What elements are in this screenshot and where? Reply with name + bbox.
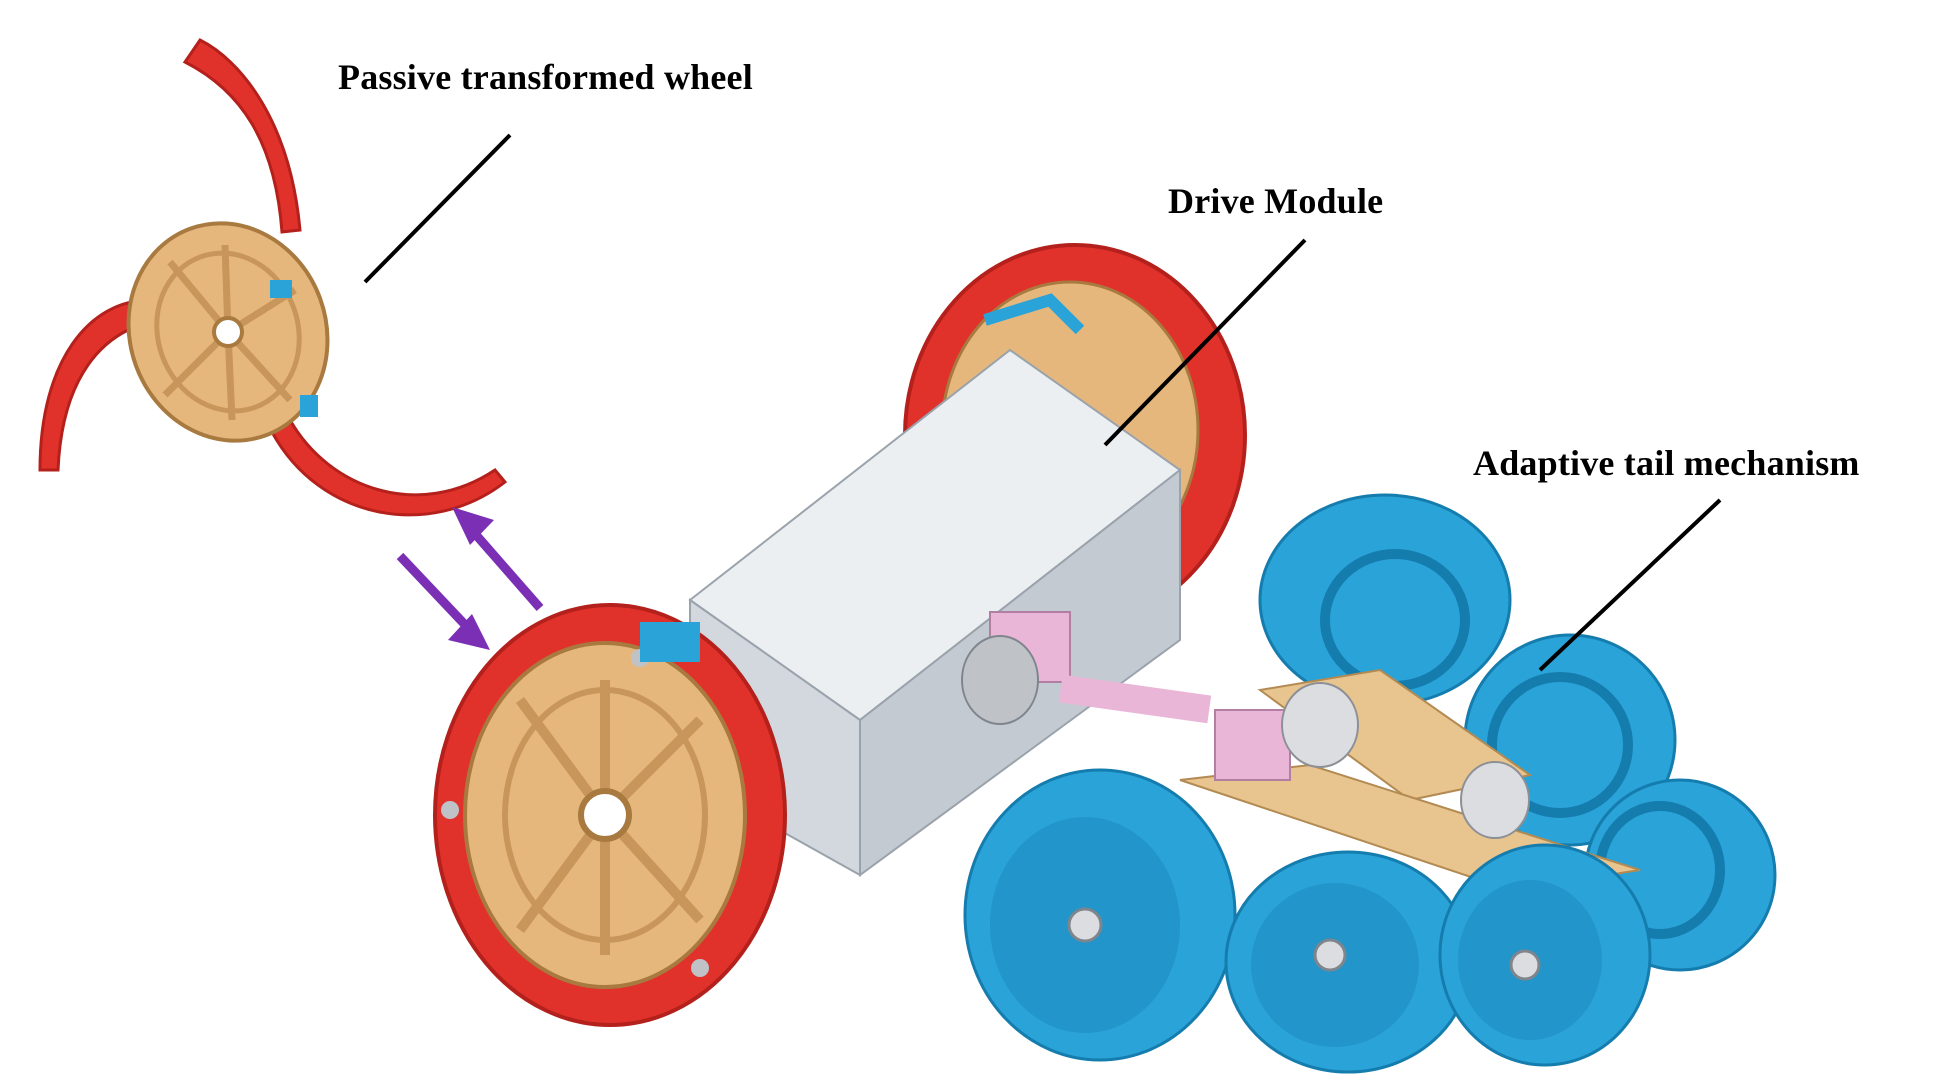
tail-wheel-front-2	[1224, 850, 1472, 1074]
drive-wheel-front	[433, 603, 787, 1027]
double-arrow-assembly-icon	[396, 507, 544, 650]
label-drive-module: Drive Module	[1168, 181, 1384, 221]
leader-line-adaptive-tail	[1538, 498, 1722, 672]
label-passive-transformed-wheel: Passive transformed wheel	[338, 57, 753, 97]
wheel-claw-top	[182, 38, 302, 234]
drive-module	[433, 243, 1247, 1027]
tail-wheel-front-3	[1438, 843, 1652, 1067]
leader-line-drive-module	[1103, 238, 1307, 447]
leader-line-passive-wheel	[363, 133, 512, 284]
label-adaptive-tail-mechanism: Adaptive tail mechanism	[1473, 443, 1860, 483]
adaptive-tail-mechanism	[963, 493, 1777, 1074]
tail-wheel-front-1	[963, 768, 1237, 1062]
passive-transformed-wheel	[38, 38, 508, 517]
wheel-claw-bottom	[270, 417, 508, 517]
